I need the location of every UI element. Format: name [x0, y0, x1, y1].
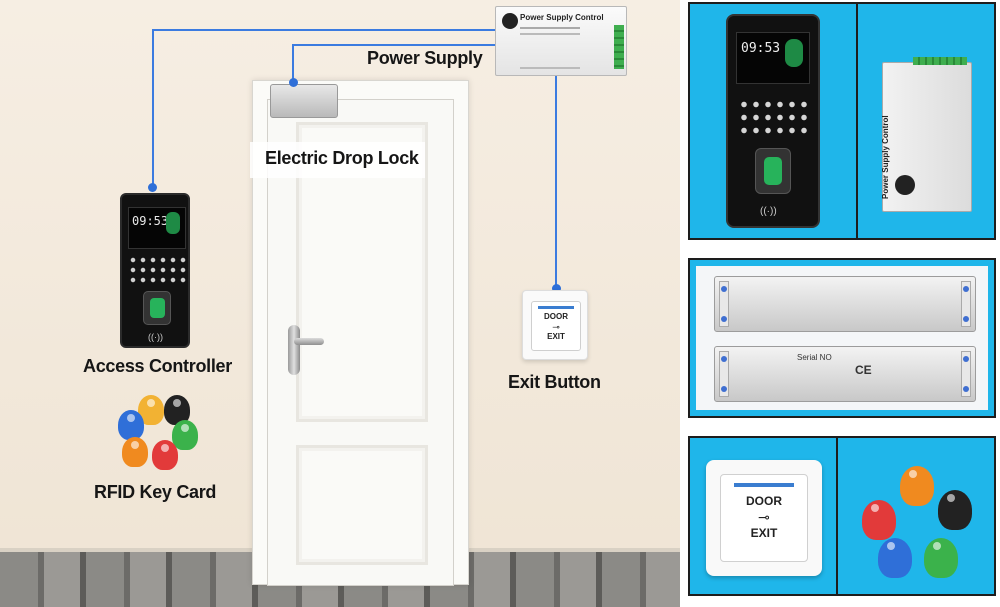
tile-exit-face: DOOR ⊸ EXIT: [720, 474, 808, 562]
tile-psu-title: Power Supply Control: [881, 115, 890, 199]
lock-end-cap-left: [719, 281, 729, 327]
rfid-wave-icon: ((·)): [760, 206, 777, 217]
tile-key-fob-blue: [878, 538, 912, 578]
exit-face-line2: EXIT: [547, 332, 565, 341]
exit-button-device: DOOR ⊸ EXIT: [522, 290, 588, 360]
fingerprint-sensor: [143, 291, 171, 325]
key-icon: ⊸: [552, 322, 560, 332]
exit-button-face: DOOR ⊸ EXIT: [531, 301, 581, 351]
label-electric-drop-lock: Electric Drop Lock: [265, 148, 419, 168]
tile-fob-cluster: [838, 438, 994, 594]
tile-controller-screen: 09:53: [736, 32, 810, 84]
rfid-wave-icon: ((·)): [148, 332, 163, 342]
key-icon: ⊸: [758, 509, 770, 525]
tile-key-fob-orange: [900, 466, 934, 506]
label-power-supply: Power Supply: [367, 48, 483, 68]
tile-exit-button-device: DOOR ⊸ EXIT: [706, 460, 822, 576]
controller-screen: 09:53: [128, 207, 186, 249]
label-exit-button: Exit Button: [508, 372, 601, 392]
key-fob-green: [172, 420, 198, 450]
fingerprint-icon: [166, 212, 180, 234]
door-handle-plate: [288, 325, 300, 375]
controller-time: 09:53: [132, 214, 169, 228]
tile-exit-line1: DOOR: [746, 494, 782, 508]
tile-controller-keypad: [738, 98, 810, 138]
door-handle-lever: [294, 338, 324, 345]
tile-access-controller: 09:53 ((·)): [688, 2, 858, 240]
power-supply-unit: Power Supply Control: [495, 6, 627, 76]
lock-body-top: [714, 276, 976, 332]
wire-node-lock: [289, 78, 298, 87]
tile-key-fob-black: [938, 490, 972, 530]
lock-end-cap-left-2: [719, 351, 729, 397]
label-access-controller: Access Controller: [83, 356, 232, 376]
drop-lock-device: [270, 84, 338, 118]
tile-psu-device: Power Supply Control: [881, 57, 972, 212]
tile-controller-time: 09:53: [741, 41, 781, 56]
drop-lock-label-background: [250, 142, 425, 178]
tile-rfid-fobs: [836, 436, 996, 596]
wire-psu-to-controller-horizontal: [153, 29, 495, 31]
installation-diagram: Electric Drop Lock Power Supply Control …: [0, 0, 680, 607]
tile-exit-button: DOOR ⊸ EXIT: [688, 436, 838, 596]
psu-title: Power Supply Control: [520, 13, 604, 22]
lock-body-bottom: Serial NO CE: [714, 346, 976, 402]
lock-serial-text: Serial NO: [797, 353, 832, 362]
lock-end-cap-right-2: [961, 351, 971, 397]
door: [267, 99, 454, 586]
key-fob-blue: [118, 410, 144, 440]
tile-key-fob-red: [862, 500, 896, 540]
hand-logo-icon: [502, 13, 518, 29]
tile-controller-device: 09:53 ((·)): [726, 14, 820, 228]
tile-drop-lock: Serial NO CE: [688, 258, 996, 418]
key-fob-red: [152, 440, 178, 470]
wire-psu-to-lock-vertical: [292, 44, 294, 82]
psu-spec-lines: [520, 27, 580, 29]
key-fob-orange: [122, 437, 148, 467]
tile-terminal-block: [913, 57, 967, 65]
ce-mark: CE: [855, 363, 872, 377]
tile-fingerprint-sensor: [755, 148, 791, 194]
wire-psu-to-controller-vertical: [152, 29, 154, 187]
exit-indicator-bar: [538, 306, 574, 309]
terminal-block: [614, 25, 624, 69]
tile-power-supply: Power Supply Control: [856, 2, 996, 240]
lock-end-cap-right: [961, 281, 971, 327]
hand-logo-icon: [895, 175, 915, 195]
door-lower-panel: [296, 445, 428, 565]
tile-key-fob-green: [924, 538, 958, 578]
wire-psu-to-exit-vertical: [555, 76, 557, 288]
wire-node-exit: [552, 284, 561, 293]
tile-exit-line2: EXIT: [750, 526, 778, 540]
tile-exit-indicator-bar: [734, 483, 794, 487]
wire-node-controller: [148, 183, 157, 192]
controller-keypad: [128, 255, 186, 285]
label-rfid-key-card: RFID Key Card: [94, 482, 217, 502]
wire-psu-to-lock-horizontal: [293, 44, 495, 46]
fingerprint-icon: [785, 39, 803, 67]
exit-face-line1: DOOR: [544, 312, 568, 321]
access-controller-device: 09:53 ((·)): [120, 193, 190, 348]
